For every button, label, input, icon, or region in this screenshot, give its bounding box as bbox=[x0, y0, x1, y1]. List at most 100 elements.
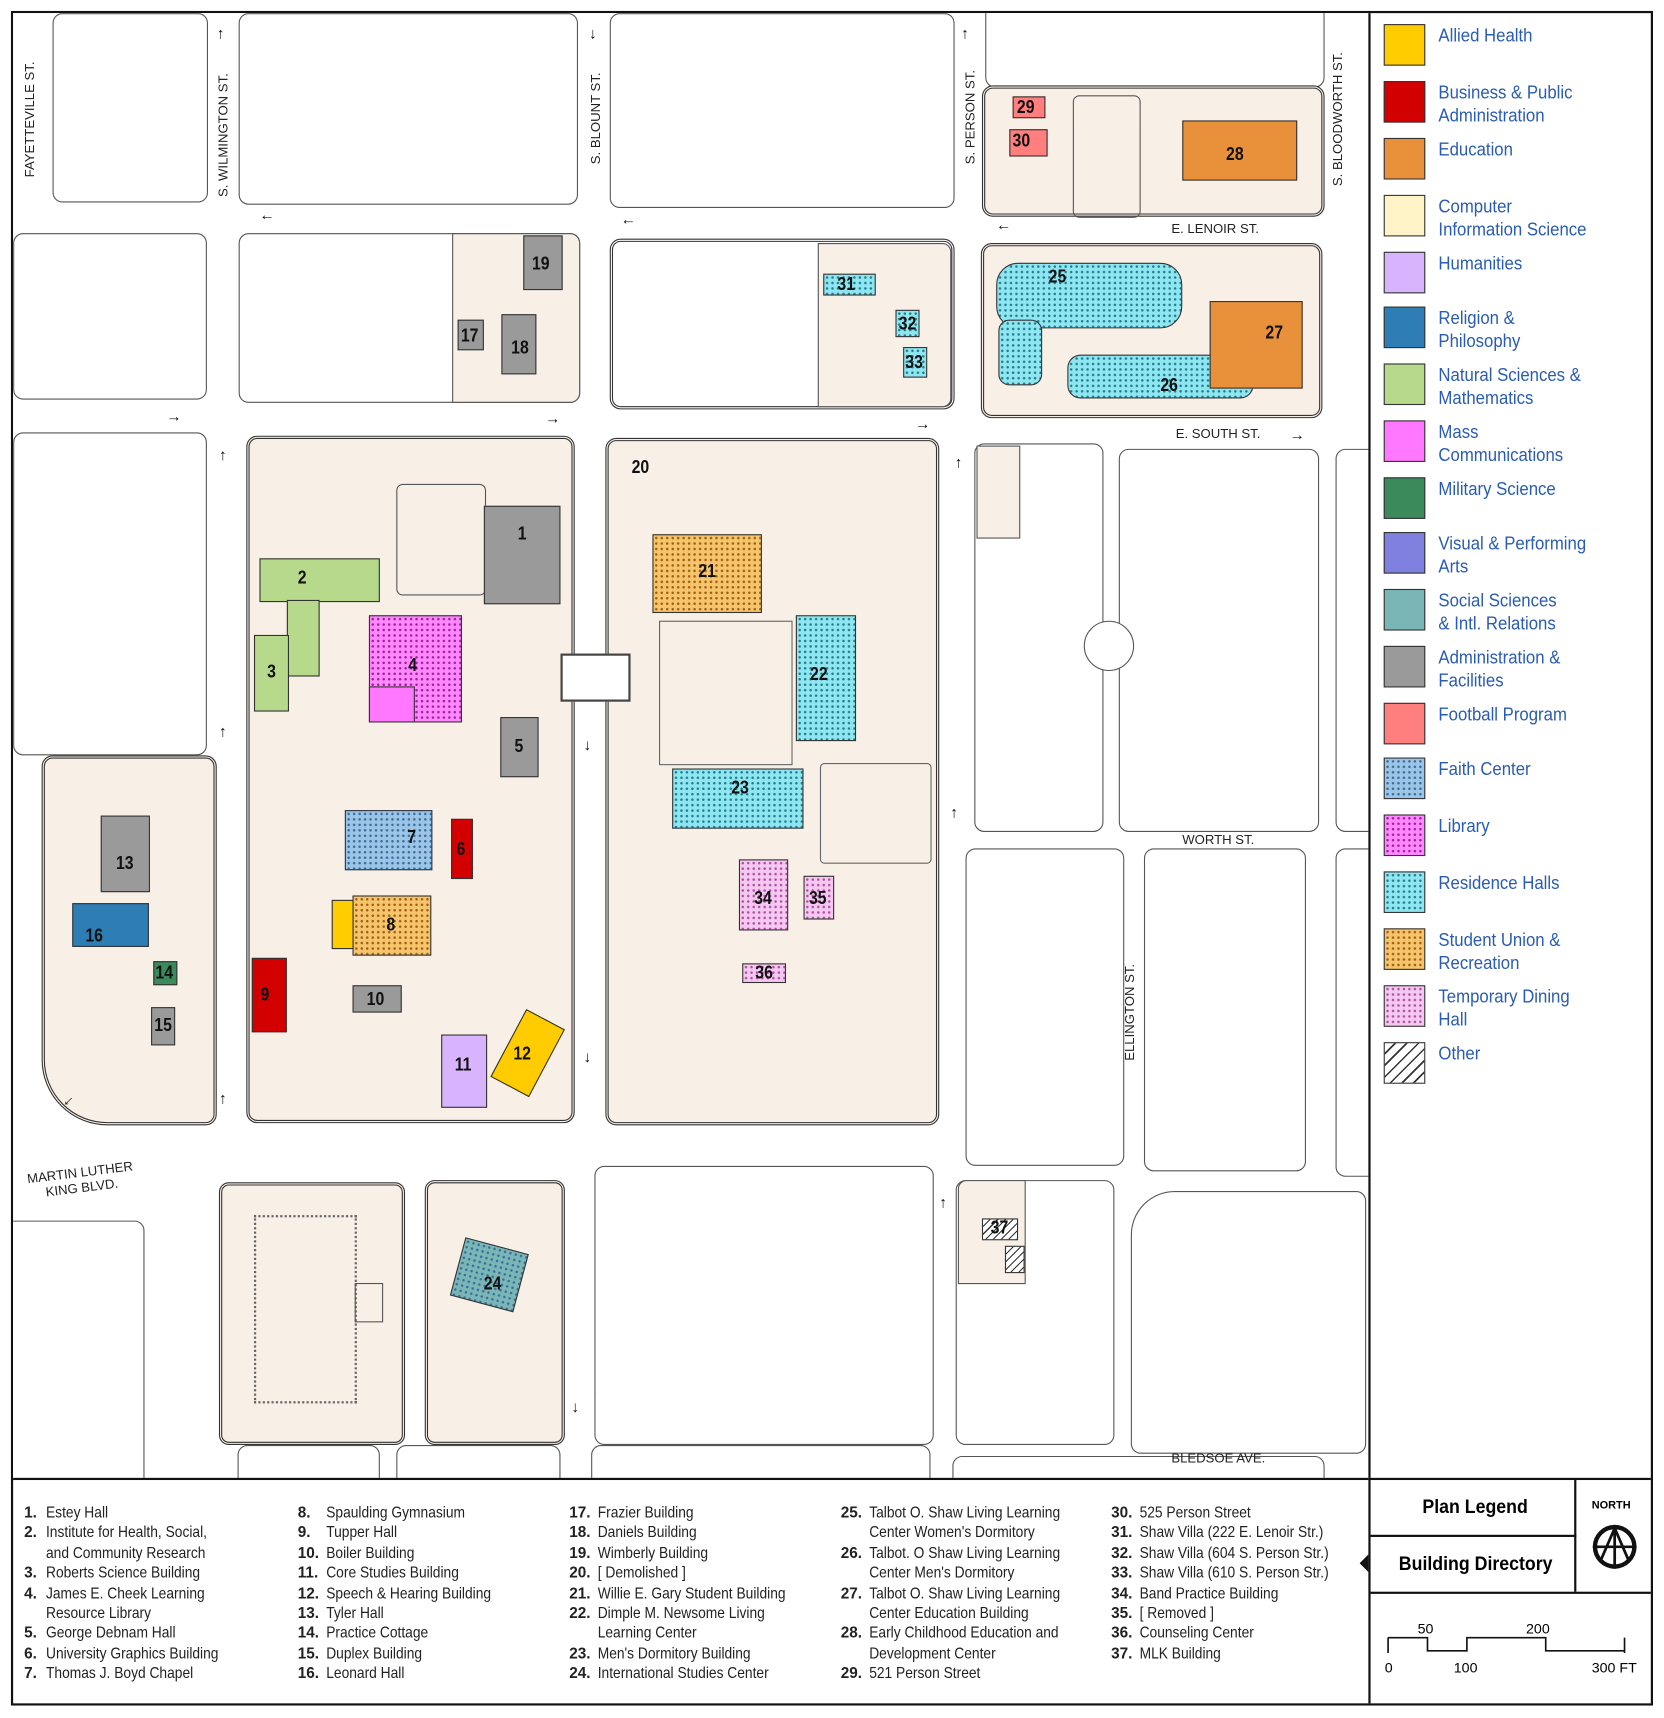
legend-item: Football Program bbox=[1383, 702, 1636, 745]
building-29[interactable] bbox=[1012, 96, 1046, 119]
building-8-annex[interactable] bbox=[331, 899, 354, 950]
building-2-wing[interactable] bbox=[286, 599, 320, 677]
building-number: 15 bbox=[154, 1014, 172, 1036]
building-number: 33 bbox=[905, 351, 923, 373]
building-9[interactable] bbox=[251, 957, 287, 1033]
building-25[interactable] bbox=[996, 262, 1183, 329]
arrow-down-icon: ↓ bbox=[583, 735, 592, 754]
building-27[interactable] bbox=[1209, 301, 1303, 389]
directory-entry: 12.Speech & Hearing Building bbox=[298, 1583, 510, 1603]
entry-number: 6. bbox=[24, 1644, 37, 1662]
arrow-up-icon: ↑ bbox=[218, 445, 227, 464]
building-directory-tab[interactable]: Building Directory bbox=[1371, 1536, 1577, 1592]
building-number: 26 bbox=[1160, 374, 1178, 396]
scale-label: 300 FT bbox=[1591, 1659, 1637, 1676]
building-11[interactable] bbox=[441, 1034, 488, 1108]
building-30[interactable] bbox=[1009, 129, 1048, 157]
directory-entry: 33.Shaw Villa (610 S. Person Str.) bbox=[1111, 1562, 1350, 1582]
building-32[interactable] bbox=[895, 309, 920, 338]
building-number: 24 bbox=[483, 1273, 502, 1294]
entry-number: 20. bbox=[569, 1563, 591, 1581]
building-13[interactable] bbox=[100, 815, 150, 893]
building-25-wing[interactable] bbox=[998, 319, 1043, 386]
legend-item: Library bbox=[1383, 814, 1636, 857]
directory-entry: 9.Tupper Hall bbox=[298, 1522, 510, 1542]
building-number: 13 bbox=[115, 852, 134, 874]
entry-name: George Debnam Hall bbox=[45, 1623, 176, 1642]
street-label-mlk: MARTIN LUTHER KING BLVD. bbox=[26, 1158, 134, 1200]
building-4-annex[interactable] bbox=[368, 686, 415, 723]
city-block bbox=[52, 13, 208, 203]
building-6[interactable] bbox=[451, 818, 473, 880]
entry-number: 12. bbox=[297, 1583, 320, 1602]
building-15[interactable] bbox=[151, 1007, 176, 1046]
plan-legend-tab[interactable]: Plan Legend bbox=[1370, 1480, 1577, 1537]
arrow-up-icon: ↑ bbox=[954, 453, 963, 471]
building-23[interactable] bbox=[672, 768, 804, 829]
entry-name: Shaw Villa (222 E. Lenoir Str.) bbox=[1139, 1523, 1324, 1541]
building-8[interactable] bbox=[352, 895, 432, 956]
building-21[interactable] bbox=[652, 534, 762, 614]
building-28[interactable] bbox=[1182, 120, 1298, 181]
building-35[interactable] bbox=[803, 875, 835, 920]
building-16[interactable] bbox=[72, 903, 149, 947]
arrow-up-icon: ↑ bbox=[218, 1089, 227, 1107]
entry-number: 14. bbox=[297, 1623, 320, 1642]
building-number: 30 bbox=[1012, 130, 1031, 152]
legend-item: Business & Public Administration bbox=[1383, 81, 1636, 127]
building-17[interactable] bbox=[457, 319, 484, 351]
entry-name: Talbot. O Shaw Living Learning Center Me… bbox=[869, 1543, 1061, 1581]
entry-number: 34. bbox=[1111, 1583, 1133, 1602]
arrow-up-icon: ↑ bbox=[939, 1193, 947, 1211]
building-33[interactable] bbox=[903, 347, 928, 378]
legend-item: Other bbox=[1383, 1042, 1636, 1084]
building-22[interactable] bbox=[795, 615, 857, 742]
building-4[interactable] bbox=[368, 615, 462, 723]
building-34[interactable] bbox=[738, 859, 789, 931]
building-19[interactable] bbox=[523, 235, 563, 291]
entry-number: 9. bbox=[297, 1523, 311, 1541]
building-5[interactable] bbox=[500, 717, 539, 778]
legend-label: Administration & Facilities bbox=[1438, 646, 1561, 691]
building-36[interactable] bbox=[742, 963, 786, 984]
directory-entry: 5. George Debnam Hall bbox=[24, 1623, 238, 1643]
city-block bbox=[594, 1165, 934, 1446]
legend-label: Religion & Philosophy bbox=[1438, 307, 1521, 352]
campus-map[interactable]: 1 2 3 4 5 6 7 8 9 10 11 12 13 14 15 16 1… bbox=[13, 13, 1369, 1478]
directory-entry: 2.Institute for Health, Social, and Comm… bbox=[24, 1522, 238, 1562]
entry-number: 21. bbox=[569, 1583, 591, 1602]
entry-name: Tyler Hall bbox=[326, 1603, 384, 1622]
building-10[interactable] bbox=[352, 985, 402, 1013]
directory-entry: 34.Band Practice Building bbox=[1111, 1583, 1350, 1603]
entry-number: 5. bbox=[24, 1623, 37, 1642]
entry-name: Frazier Building bbox=[597, 1503, 694, 1521]
directory-entry: 27.Talbot O. Shaw Living Learning Center… bbox=[841, 1583, 1082, 1623]
building-14[interactable] bbox=[153, 961, 178, 986]
structure bbox=[354, 1282, 384, 1323]
legend-swatch bbox=[1383, 645, 1426, 688]
arrow-down-icon: ↓ bbox=[588, 24, 597, 42]
arrow-left-icon: ← bbox=[259, 205, 275, 224]
directory-entry: 22.Dimple M. Newsome Living Learning Cen… bbox=[569, 1603, 806, 1643]
directory-entry: 14.Practice Cottage bbox=[298, 1623, 510, 1643]
building-1[interactable] bbox=[483, 505, 561, 605]
building-37[interactable] bbox=[981, 1218, 1019, 1241]
building-3[interactable] bbox=[253, 634, 290, 712]
building-37-annex[interactable] bbox=[1004, 1245, 1025, 1274]
entry-number: 19. bbox=[569, 1543, 591, 1561]
city-block bbox=[952, 1455, 1325, 1478]
directory-entry: 32.Shaw Villa (604 S. Person Str.) bbox=[1111, 1542, 1350, 1562]
building-number: 3 bbox=[267, 661, 276, 682]
legend-label: Allied Health bbox=[1438, 25, 1533, 46]
campus-block-isc bbox=[424, 1180, 565, 1446]
building-31[interactable] bbox=[823, 273, 876, 296]
street-label-worth: WORTH ST. bbox=[1182, 831, 1255, 848]
directory-entry: 19.Wimberly Building bbox=[569, 1542, 806, 1562]
building-2[interactable] bbox=[259, 558, 380, 603]
building-18[interactable] bbox=[501, 314, 537, 375]
legend-item: Military Science bbox=[1383, 477, 1636, 519]
building-7[interactable] bbox=[344, 810, 433, 871]
directory-entry: 28.Early Childhood Education and Develop… bbox=[841, 1623, 1082, 1663]
